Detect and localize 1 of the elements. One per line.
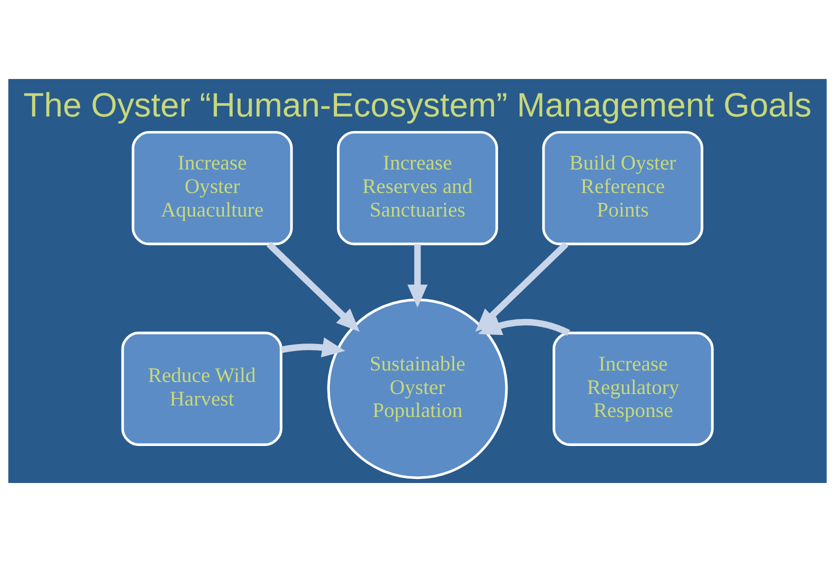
diagram-title: The Oyster “Human-Ecosystem” Management Goals bbox=[23, 86, 812, 124]
